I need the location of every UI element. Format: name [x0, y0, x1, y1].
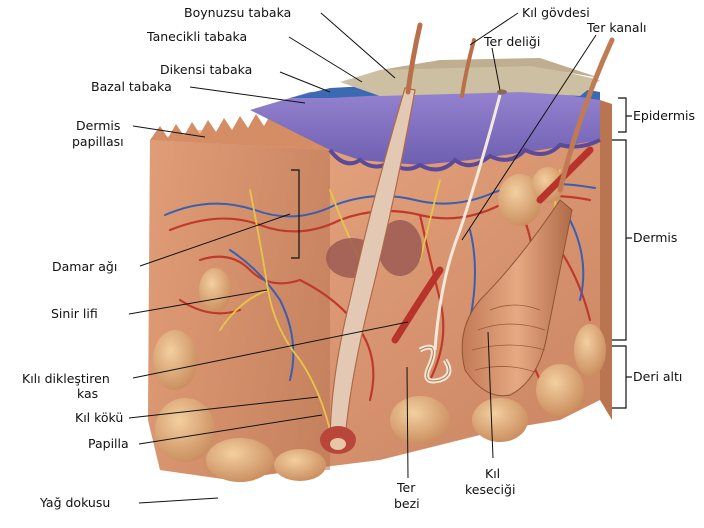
label-kili-diklestiren-kas-2: kas	[77, 386, 98, 401]
label-sinir-lifi: Sinir lifi	[51, 306, 98, 321]
label-bazal-tabaka: Bazal tabaka	[91, 79, 172, 94]
label-kil-koku: Kıl kökü	[75, 410, 123, 425]
label-ter-kanali: Ter kanalı	[586, 20, 647, 35]
label-kil-keseci-1: Kıl	[485, 466, 500, 481]
label-damar-agi: Damar ağı	[52, 259, 117, 274]
label-tanecikli-tabaka: Tanecikli tabaka	[146, 29, 247, 44]
layer-brackets	[612, 98, 632, 408]
deri-alti-bracket	[612, 346, 626, 408]
label-ter-bezi-2: bezi	[394, 496, 420, 511]
sweat-pore-shape	[497, 90, 507, 95]
label-kili-diklestiren-kas-1: Kılı dikleştiren	[22, 371, 110, 386]
label-kil-keseci-2: keseciği	[465, 482, 515, 497]
hair-papilla	[330, 438, 346, 450]
label-deri-alti: Deri altı	[633, 369, 682, 384]
label-epidermis: Epidermis	[633, 108, 695, 123]
label-papilla: Papilla	[88, 436, 129, 451]
label-ter-deligi: Ter deliği	[483, 34, 540, 49]
label-kil-govdesi: Kıl gövdesi	[522, 5, 590, 20]
block-side-face	[600, 100, 612, 420]
dermis-bracket	[612, 140, 626, 340]
label-dermis: Dermis	[633, 230, 677, 245]
label-ter-bezi-1: Ter	[396, 480, 416, 495]
label-dikensi-tabaka: Dikensi tabaka	[160, 62, 252, 77]
label-boynuzsu-tabaka: Boynuzsu tabaka	[184, 5, 291, 20]
epidermis-bracket	[618, 98, 626, 132]
skin-block	[148, 25, 612, 482]
label-dermis-papillasi-1: Dermis	[76, 118, 120, 133]
label-dermis-papillasi-2: papillası	[72, 134, 124, 149]
label-yag-dokusu: Yağ dokusu	[39, 495, 110, 510]
